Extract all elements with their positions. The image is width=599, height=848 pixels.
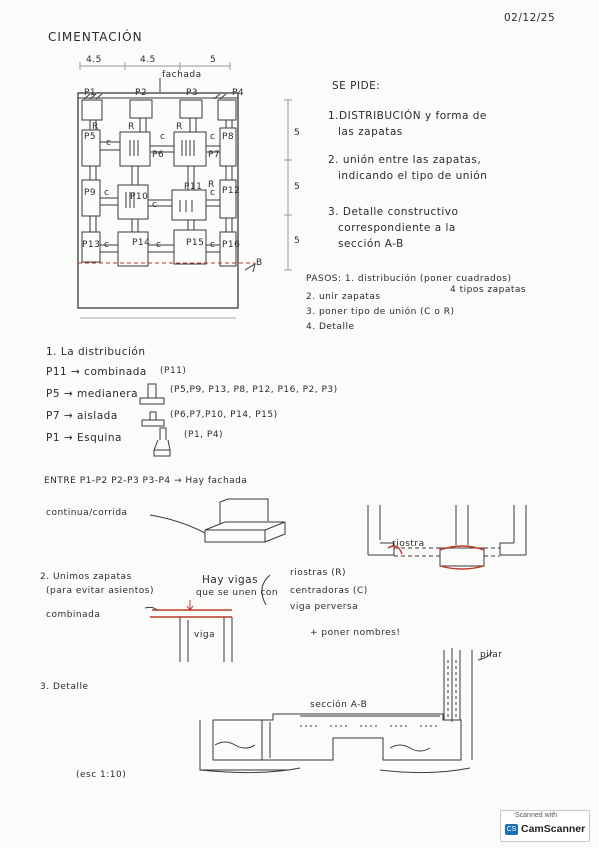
section-mark-b: B	[256, 258, 263, 268]
plan-mark-c: c	[210, 188, 216, 198]
pillar-p8: P8	[222, 132, 235, 142]
poner-nombres-note: + poner nombres!	[310, 628, 401, 638]
se-pide-item3-cont2: sección A-B	[338, 238, 404, 250]
pasos-line3: 3. poner tipo de unión (C o R)	[306, 307, 455, 317]
escala-label: (esc 1:10)	[76, 770, 127, 780]
se-pide-item3-cont: correspondiente a la	[338, 222, 456, 234]
unimos-title: 2. Unimos zapatas	[40, 572, 132, 582]
pillar-p1: P1	[84, 88, 97, 98]
plan-mark-r: R	[176, 122, 183, 132]
detalle-title: 3. Detalle	[40, 682, 89, 692]
footing-symbols	[139, 383, 171, 457]
union-option-riostras: riostras (R)	[290, 568, 346, 578]
pasos-line1: PASOS: 1. distribución (poner cuadrados)	[306, 274, 512, 284]
distribucion-row3: P7 → aislada	[46, 410, 118, 422]
viga-label: viga	[194, 630, 216, 640]
camscanner-logo-icon: CS	[505, 824, 518, 835]
pillar-p14: P14	[132, 238, 151, 248]
se-pide-item3: 3. Detalle constructivo	[328, 206, 459, 218]
pillar-p5: P5	[84, 132, 97, 142]
plan-dim-top-1: 4.5	[86, 55, 102, 65]
seccion-label: sección A-B	[310, 700, 368, 710]
pillar-p11: P11	[184, 182, 203, 192]
pillar-p3: P3	[186, 88, 199, 98]
tie-beam-sketch	[367, 505, 527, 570]
distribucion-row1: P11 → combinada	[46, 366, 147, 378]
entre-fachada: ENTRE P1-P2 P2-P3 P3-P4 → Hay fachada	[44, 476, 248, 486]
badge-caption: Scanned with	[515, 812, 558, 819]
plan-dim-side-2: 5	[294, 182, 301, 192]
plan-mark-c: c	[104, 240, 110, 250]
plan-dim-top-2: 4.5	[140, 55, 156, 65]
badge-brand: CamScanner	[521, 823, 586, 835]
se-pide-title: SE PIDE:	[332, 80, 381, 92]
distribucion-row1-list: (P11)	[160, 366, 187, 376]
plan-mark-r: R	[128, 122, 135, 132]
pillar-p2: P2	[135, 88, 148, 98]
plan-mark-c: c	[210, 132, 216, 142]
se-pide-item1-cont: las zapatas	[338, 126, 403, 138]
se-pide-item2-cont: indicando el tipo de unión	[338, 170, 488, 182]
distribucion-row3-list: (P6,P7,P10, P14, P15)	[170, 410, 278, 420]
date: 02/12/25	[504, 12, 556, 24]
pasos-line4: 4. Detalle	[306, 322, 355, 332]
continua-label: continua/corrida	[46, 508, 128, 518]
distribucion-title: 1. La distribución	[46, 346, 146, 358]
camscanner-badge: Scanned with CS CamScanner	[500, 810, 590, 842]
distribucion-row4: P1 → Esquina	[46, 432, 122, 444]
pilar-label: pilar	[480, 650, 503, 660]
continuous-footing-sketch	[149, 498, 286, 543]
combinada-label: combinada	[46, 610, 101, 620]
plan-dim-top-3: 5	[210, 55, 217, 65]
plan-mark-c: c	[152, 200, 158, 210]
plan-mark-c: c	[156, 240, 162, 250]
pasos-line1b: 4 tipos zapatas	[450, 285, 527, 295]
plan-dim-side-3: 5	[294, 236, 301, 246]
plan-mark-c: c	[104, 188, 110, 198]
plan-mark-c: c	[106, 138, 112, 148]
pillar-p4: P4	[232, 88, 245, 98]
que-se-unen: que se unen con	[196, 588, 279, 598]
hay-vigas: Hay vigas	[202, 574, 259, 586]
combined-footing-sketch	[144, 574, 271, 662]
unimos-subtitle: (para evitar asientos)	[46, 586, 154, 596]
pillar-p12: P12	[222, 186, 241, 196]
pasos-line2: 2. unir zapatas	[306, 292, 381, 302]
plan-mark-r: R	[92, 122, 99, 132]
pillar-p10: P10	[130, 192, 149, 202]
plan-dim-side-1: 5	[294, 128, 301, 138]
fachada-label: fachada	[162, 70, 202, 80]
page-title: CIMENTACIÓN	[48, 30, 143, 44]
foundation-plan	[77, 62, 292, 319]
union-option-viga-perversa: viga perversa	[290, 602, 359, 612]
pillar-p13: P13	[82, 240, 101, 250]
riostra-label: riostra	[392, 539, 425, 549]
plan-mark-r: R	[208, 180, 215, 190]
union-option-centradoras: centradoras (C)	[290, 586, 368, 596]
pillar-p7: P7	[208, 150, 221, 160]
plan-mark-c: c	[160, 132, 166, 142]
distribucion-row2: P5 → medianera	[46, 388, 139, 400]
se-pide-item1: 1.DISTRIBUCIÓN y forma de	[328, 110, 487, 122]
pillar-p15: P15	[186, 238, 205, 248]
pillar-p6: P6	[152, 150, 165, 160]
section-detail	[199, 648, 493, 774]
plan-mark-c: c	[210, 240, 216, 250]
se-pide-item2: 2. unión entre las zapatas,	[328, 154, 482, 166]
distribucion-row2-list: (P5,P9, P13, P8, P12, P16, P2, P3)	[170, 385, 338, 395]
distribucion-row4-list: (P1, P4)	[184, 430, 224, 440]
pillar-p16: P16	[222, 240, 241, 250]
pillar-p9: P9	[84, 188, 97, 198]
